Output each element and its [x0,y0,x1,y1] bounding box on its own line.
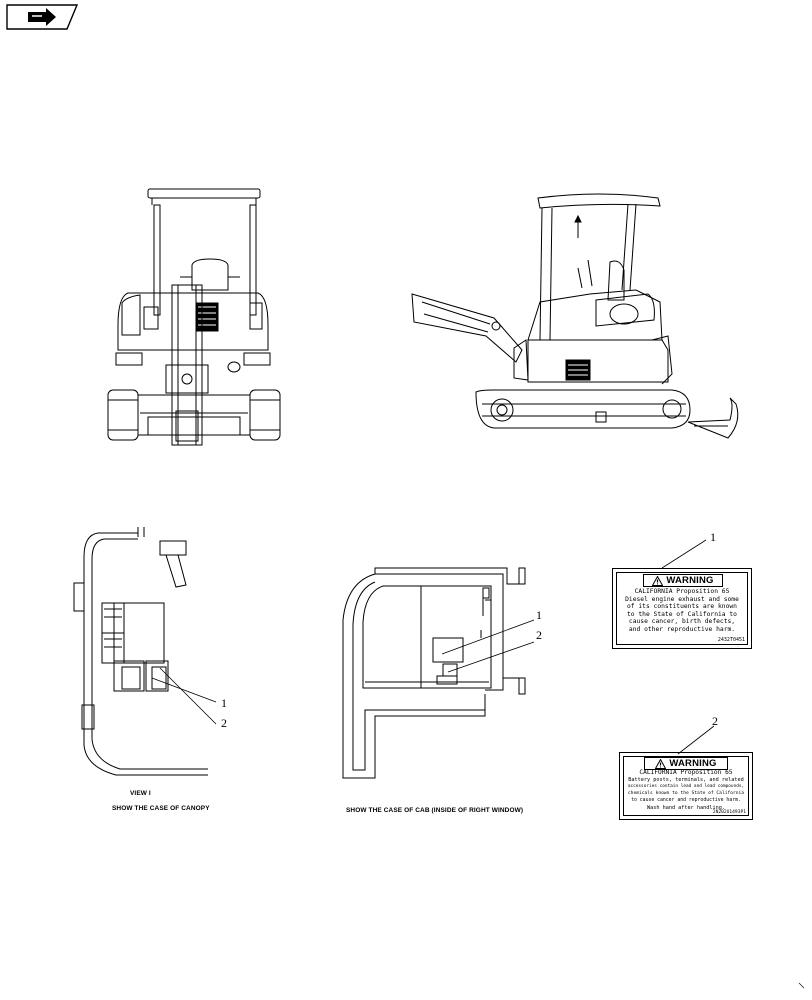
warning-label-1: WARNING CALIFORNIA Proposition 65 Diesel… [612,568,752,649]
cab-callout-2: 2 [536,628,542,642]
canopy-callout-leaders [151,667,217,725]
cab-caption: SHOW THE CASE OF CAB (INSIDE OF RIGHT WI… [346,807,524,814]
canopy-callout-2: 2 [221,716,227,730]
cab-window-diagram [342,567,526,779]
excavator-side-view [411,193,739,439]
view-title: VIEW I [130,790,151,797]
warning-label-1-line: CALIFORNIA Proposition 65 [634,588,730,595]
warning-label-2-part-number: 2N202U1493P1 [712,810,746,815]
warning-label-2-line: Battery posts, terminals, and related [628,776,744,783]
warning-triangle-icon [655,758,667,769]
warning-label-2-line: Wash hand after handling. [646,804,726,811]
warning-label-2-line: chemicals known to the State of Californ… [627,790,745,796]
canopy-callout-1: 1 [221,696,227,710]
excavator-front-view [107,188,281,446]
warning-label-1-line: to the State of California to [627,610,737,618]
warning-label-1-heading: WARNING [666,575,714,586]
warning-label-2-heading: WARNING [669,758,717,769]
warning-label-2: WARNING CALIFORNIA Proposition 65 Batter… [619,752,753,820]
next-page-button[interactable] [6,4,79,30]
warning-label-1-header: WARNING [643,574,723,587]
warning-triangle-icon [652,575,664,586]
warning-label-2-line: accessories contain lead and lead compou… [627,783,745,789]
warning-label-1-part-number: 2432T0451 [717,637,745,643]
label-1-number: 1 [710,530,716,544]
label-2-number: 2 [712,714,718,728]
warning-label-1-line: and other reproductive harm. [628,625,736,633]
canopy-caption: SHOW THE CASE OF CANOPY [112,805,210,812]
cab-callout-leaders [441,619,535,673]
warning-label-2-line: CALIFORNIA Proposition 65 [639,769,733,776]
label-2-leader [677,725,715,755]
warning-label-1-line: Diesel engine exhaust and some [625,595,739,603]
canopy-panel-diagram [73,527,208,776]
corner-mark [798,982,805,989]
warning-label-2-line: to cause cancer and reproductive harm. [631,797,741,803]
next-page-icon [6,4,79,30]
label-1-leader [661,539,707,569]
cab-callout-1: 1 [536,608,542,622]
warning-label-2-header: WARNING [644,757,728,770]
warning-label-1-line: of its constituents are known [627,603,737,611]
warning-label-1-line: cause cancer, birth defects, [628,618,736,626]
